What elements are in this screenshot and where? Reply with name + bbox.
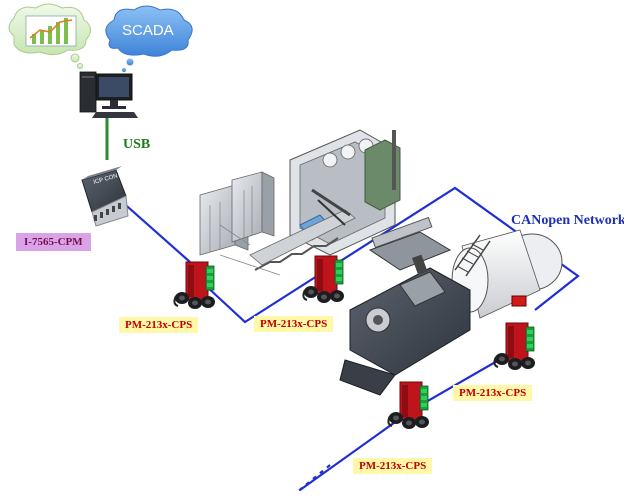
factory-machine-icon [199, 129, 401, 276]
computer-icon [79, 71, 138, 118]
converter-label: I-7565-CPM [16, 233, 91, 251]
power-meter-icon [173, 261, 216, 310]
usb-label: USB [123, 137, 151, 152]
can-bus-continuation [295, 464, 331, 494]
power-meter-label-4: PM-213x-CPS [353, 458, 433, 474]
lathe-machine-icon [339, 216, 563, 396]
scada-cloud-icon [105, 5, 193, 73]
power-meter-icon [302, 255, 345, 304]
power-meter-label-2: PM-213x-CPS [254, 316, 334, 332]
converter-icon: ICP CON [81, 166, 129, 227]
scada-label: SCADA [122, 22, 174, 39]
power-meter-icon [493, 322, 536, 371]
canopen-network-label: CANopen Network [511, 213, 624, 228]
power-meter-label-3: PM-213x-CPS [453, 385, 533, 401]
power-meter-label-1: PM-213x-CPS [119, 317, 199, 333]
trend-chart-cloud-icon [8, 3, 91, 69]
power-meter-icon [387, 381, 430, 430]
